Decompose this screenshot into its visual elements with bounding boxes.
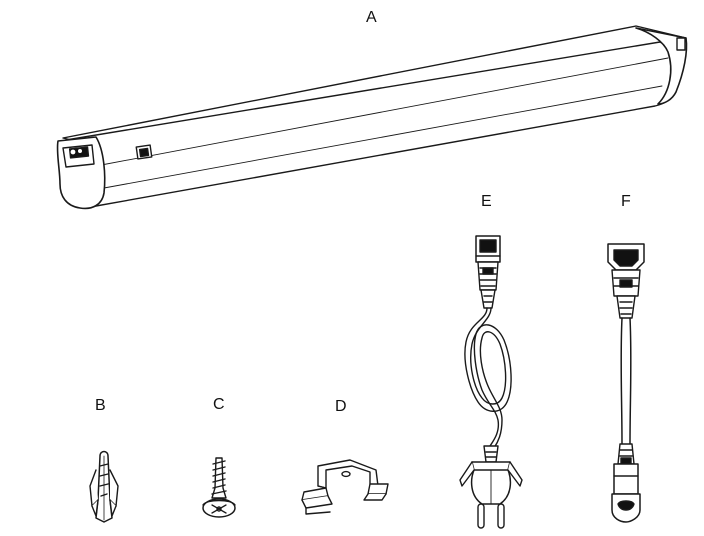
label-b: B — [95, 397, 106, 414]
wall-plug-anchor-icon — [90, 452, 118, 523]
led-tube-fixture-icon — [57, 26, 686, 208]
mounting-clip-icon — [302, 460, 388, 514]
label-f: F — [621, 193, 631, 210]
screw-icon — [203, 458, 235, 517]
label-e: E — [481, 193, 492, 210]
connector-cable-icon — [608, 244, 644, 522]
label-c: C — [213, 396, 225, 413]
label-d: D — [335, 398, 347, 415]
power-cord-plug-icon — [460, 236, 522, 528]
label-a: A — [366, 9, 377, 26]
